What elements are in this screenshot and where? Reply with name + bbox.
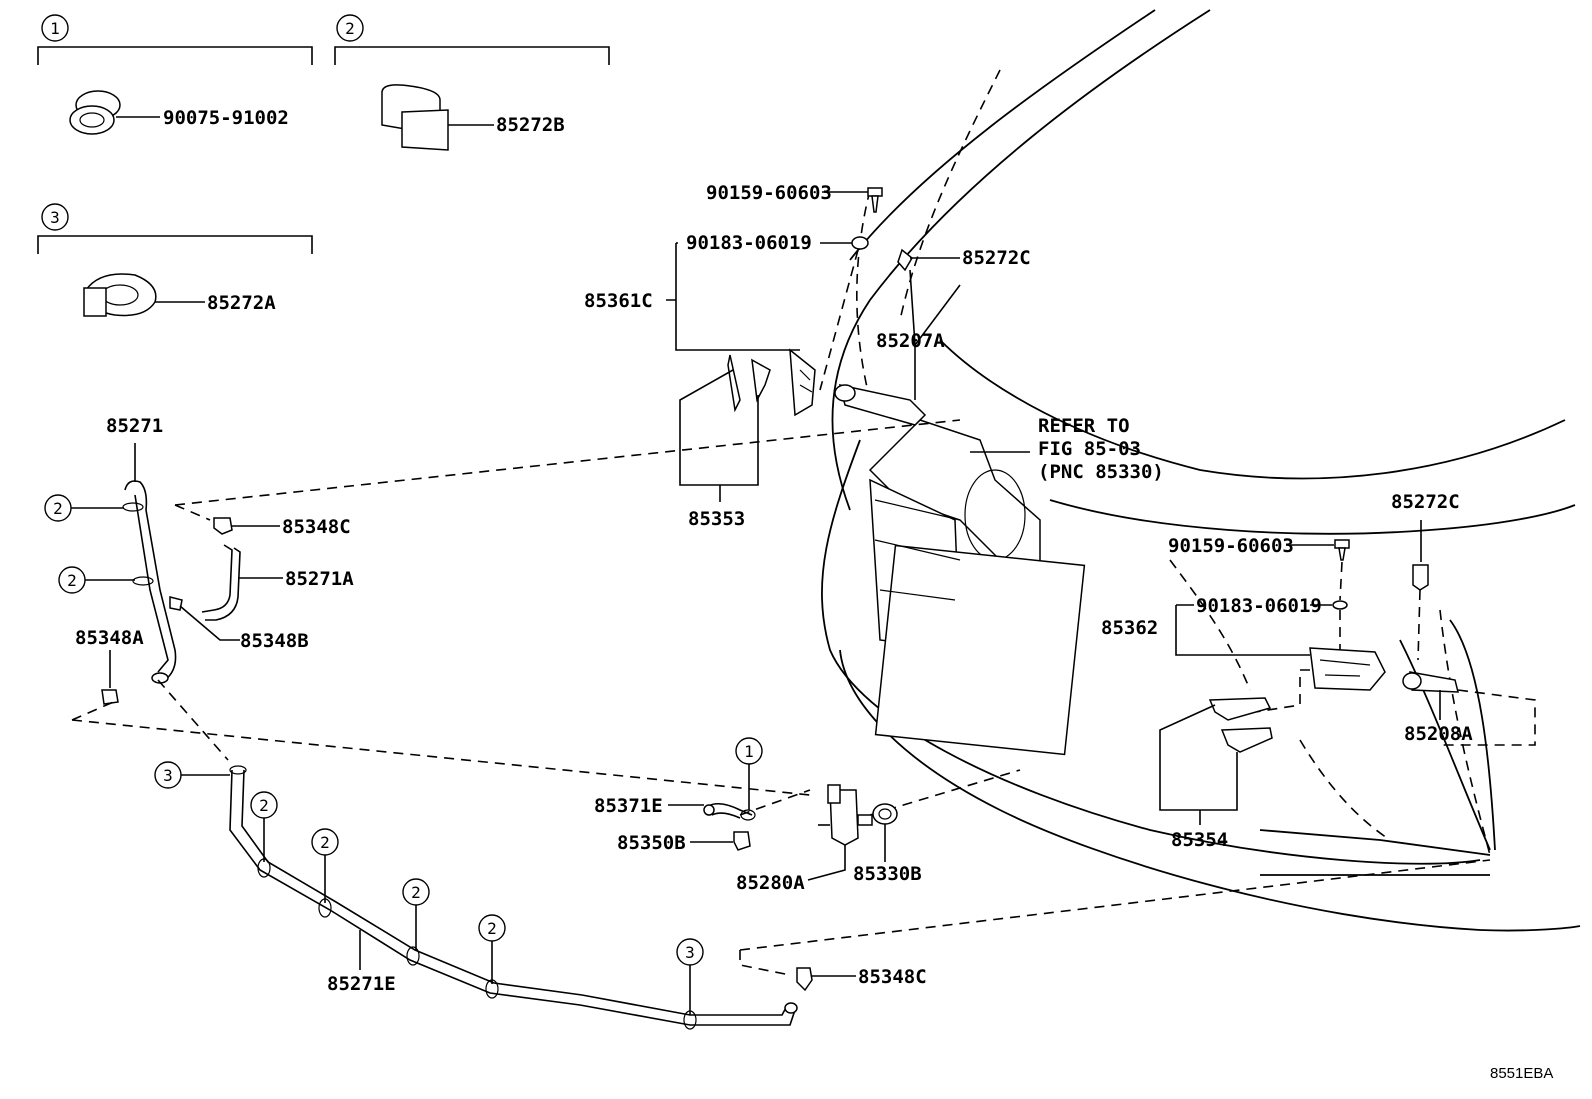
cover-85353 (679, 354, 771, 502)
svg-text:2: 2 (53, 499, 63, 518)
callout-3-b: 3 (676, 938, 704, 1030)
svg-text:2: 2 (345, 19, 355, 38)
label-85271E: 85271E (327, 973, 396, 995)
joint-85348B (169, 596, 240, 641)
refer-note-line-3: (PNC 85330) (1038, 461, 1164, 483)
label-85348C-upper: 85348C (282, 516, 351, 538)
nut-90183-06019-right (1310, 600, 1348, 650)
label-85272A: 85272A (207, 292, 276, 314)
dashed-leaders-upper (174, 419, 961, 521)
svg-text:2: 2 (411, 883, 421, 902)
label-90159-60603-right: 90159-60603 (1168, 535, 1294, 557)
label-85280A: 85280A (736, 872, 805, 894)
figure-code: 8551EBA (1490, 1065, 1553, 1082)
joint-85348C-lower (796, 967, 856, 992)
label-90075-91002: 90075-91002 (163, 107, 289, 129)
svg-text:2: 2 (67, 571, 77, 590)
callout-3-a: 3 (154, 761, 230, 789)
headlamp-bracket (868, 419, 1086, 756)
hose-85271E (229, 765, 798, 1026)
hose-85271 (124, 443, 177, 684)
washer-pump-85280A (807, 784, 873, 881)
screw-90159-60603-right (1290, 539, 1350, 601)
joint-85348C-upper (213, 517, 280, 535)
grommet-85330B (872, 803, 898, 862)
label-90183-06019-right: 90183-06019 (1196, 595, 1322, 617)
joint-85348A (101, 650, 119, 705)
group-header-1: 1 (37, 14, 313, 65)
cover-85354 (1159, 697, 1273, 825)
label-85330B: 85330B (853, 863, 922, 885)
svg-text:1: 1 (744, 742, 754, 761)
hose-85271A (201, 544, 283, 621)
label-85272C-right: 85272C (1391, 491, 1460, 513)
label-85348A: 85348A (75, 627, 144, 649)
label-90159-60603-upper: 90159-60603 (706, 182, 832, 204)
label-85348C-lower: 85348C (858, 966, 927, 988)
vehicle-dashed-lines (739, 69, 1491, 976)
callout-2-c: 2 (250, 791, 278, 878)
clamp-85272A (83, 273, 205, 317)
refer-note-line-1: REFER TO (1038, 415, 1130, 437)
label-85272C-upper: 85272C (962, 247, 1031, 269)
screw-90159-60603-upper (822, 187, 883, 213)
label-85353: 85353 (688, 508, 745, 530)
svg-text:2: 2 (259, 796, 269, 815)
clamp-85272B (381, 84, 494, 151)
label-85361C: 85361C (584, 290, 653, 312)
label-85354: 85354 (1171, 829, 1228, 851)
clip-85272C-right (1412, 520, 1429, 661)
svg-text:3: 3 (163, 766, 173, 785)
clip-85272C-upper (897, 248, 960, 272)
dashed-leaders-lower (71, 679, 1021, 816)
label-85207A: 85207A (876, 330, 945, 352)
label-85362: 85362 (1101, 617, 1158, 639)
bracket-85361C (666, 242, 816, 417)
svg-text:2: 2 (320, 833, 330, 852)
svg-text:1: 1 (50, 19, 60, 38)
label-85350B: 85350B (617, 832, 686, 854)
bracket-85362 (1175, 604, 1386, 713)
callout-2-b: 2 (58, 566, 154, 594)
callout-1-b: 1 (735, 737, 763, 821)
label-85271: 85271 (106, 415, 163, 437)
nut-90183-06019-upper (819, 236, 869, 391)
callout-2-f: 2 (478, 914, 506, 999)
label-85272B: 85272B (496, 114, 565, 136)
joint-85350B (690, 831, 751, 851)
svg-text:3: 3 (50, 208, 60, 227)
callout-2-d: 2 (311, 828, 339, 918)
clip-90075-91002 (69, 90, 160, 135)
hose-85371E (668, 802, 753, 819)
group-header-3: 3 (37, 203, 313, 254)
svg-text:2: 2 (487, 919, 497, 938)
callout-2-e: 2 (402, 878, 430, 966)
svg-text:3: 3 (685, 943, 695, 962)
label-85271A: 85271A (285, 568, 354, 590)
washer-nozzle-85207A (834, 269, 961, 426)
label-85371E: 85371E (594, 795, 663, 817)
label-90183-06019-upper: 90183-06019 (686, 232, 812, 254)
refer-note-line-2: FIG 85-03 (1038, 438, 1141, 460)
label-85348B: 85348B (240, 630, 309, 652)
washer-nozzle-85208A (1402, 671, 1536, 746)
callout-2-a: 2 (44, 494, 144, 522)
group-header-2: 2 (334, 14, 610, 65)
label-85208A: 85208A (1404, 723, 1473, 745)
